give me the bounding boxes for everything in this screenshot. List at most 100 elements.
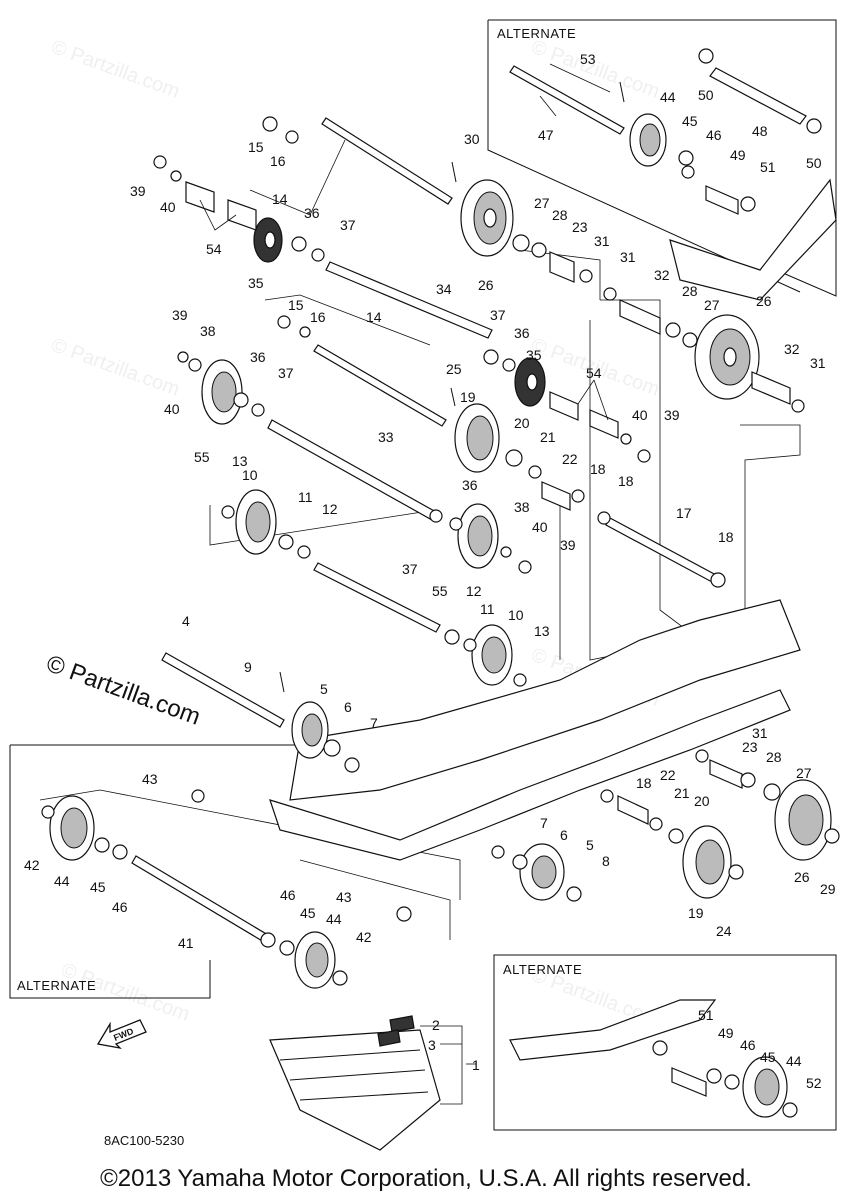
callout: 12 (466, 583, 482, 599)
callout: 27 (704, 297, 720, 313)
callout: 1 (472, 1057, 480, 1073)
callout: 3 (428, 1037, 436, 1053)
callout: 45 (90, 879, 106, 895)
callout: 8 (602, 853, 610, 869)
callout: 45 (760, 1049, 776, 1065)
callout: 45 (682, 113, 698, 129)
wheel-55-mid (457, 503, 499, 569)
callout: 16 (270, 153, 286, 169)
callout: 51 (698, 1007, 714, 1023)
callout: 5 (586, 837, 594, 853)
callout: 40 (160, 199, 176, 215)
wheel-44-altleft (294, 931, 336, 989)
callout: 19 (460, 389, 476, 405)
callout: 39 (560, 537, 576, 553)
callout: 15 (288, 297, 304, 313)
callout: 13 (232, 453, 248, 469)
callout: 22 (562, 451, 578, 467)
callout: 55 (432, 583, 448, 599)
wheel-19-mid (454, 403, 500, 473)
callout: 49 (730, 147, 746, 163)
callout: 22 (660, 767, 676, 783)
callout: 18 (618, 473, 634, 489)
callout: 39 (664, 407, 680, 423)
callout: 29 (820, 881, 836, 897)
callout: 46 (740, 1037, 756, 1053)
callout: 46 (280, 887, 296, 903)
callout: 28 (552, 207, 568, 223)
callout: 16 (310, 309, 326, 325)
callout: 7 (540, 815, 548, 831)
alternate-title: ALTERNATE (497, 26, 576, 41)
wheel-55-left (201, 359, 243, 425)
callout: 18 (636, 775, 652, 791)
wheel-5-lower (519, 843, 565, 901)
axle-41 (131, 855, 269, 943)
wheel-5-left (291, 701, 329, 759)
callout: 10 (242, 467, 258, 483)
callout: 52 (806, 1075, 822, 1091)
callout: 23 (742, 739, 758, 755)
callout: 44 (326, 911, 342, 927)
callout: 28 (766, 749, 782, 765)
callout: 35 (526, 347, 542, 363)
callout: 37 (340, 217, 356, 233)
callout: 36 (250, 349, 266, 365)
axle-lower (313, 562, 441, 633)
callout: 11 (298, 489, 313, 505)
callout: 50 (806, 155, 822, 171)
callout: 5 (320, 681, 328, 697)
callout: 21 (540, 429, 556, 445)
callout: 28 (682, 283, 698, 299)
callout: 30 (464, 131, 480, 147)
axle-14 (321, 117, 453, 205)
callout: 18 (718, 529, 734, 545)
callout: 33 (378, 429, 394, 445)
axle-34 (325, 261, 493, 339)
callout-leaders (199, 63, 611, 1105)
callout: 42 (24, 857, 40, 873)
washers (41, 48, 840, 1118)
callout: 6 (344, 699, 352, 715)
callout: 39 (172, 307, 188, 323)
callout: 32 (784, 341, 800, 357)
drawing-code: 8AC100-5230 (104, 1133, 185, 1148)
callout: 54 (586, 365, 602, 381)
wheel-26-lower (774, 779, 832, 861)
shafts (131, 65, 807, 943)
axle-4 (161, 652, 285, 728)
callout: 19 (688, 905, 704, 921)
callout: 37 (278, 365, 294, 381)
callout: 31 (752, 725, 768, 741)
callout: 13 (534, 623, 550, 639)
callout: 15 (248, 139, 264, 155)
alternate-box-bottom: ALTERNATE (493, 954, 837, 1131)
axle-48 (709, 67, 807, 125)
callout: 34 (436, 281, 452, 297)
wheel-44-left (49, 795, 95, 861)
wheel-19-lower (682, 825, 732, 899)
callout: 41 (178, 935, 194, 951)
callout: 10 (508, 607, 524, 623)
callout: 25 (446, 361, 462, 377)
watermark: © Partzilla.com (48, 36, 182, 103)
callout-labels: 53 47 44 45 46 50 48 49 51 50 30 15 16 1… (24, 51, 836, 1091)
callout: 27 (796, 765, 812, 781)
wheel-35-top (253, 217, 283, 263)
callout: 23 (572, 219, 588, 235)
callout: 14 (272, 191, 288, 207)
callout: 37 (402, 561, 418, 577)
wheel-26-right (694, 314, 760, 400)
callout: 14 (366, 309, 382, 325)
callout: 26 (794, 869, 810, 885)
spacers-collars (185, 181, 791, 1097)
callout: 44 (786, 1053, 802, 1069)
fwd-arrow-icon: FWD (96, 1019, 147, 1050)
callout: 35 (248, 275, 264, 291)
callout: 55 (194, 449, 210, 465)
callout: 31 (594, 233, 610, 249)
callout: 18 (590, 461, 606, 477)
wheel-44-altbottom (742, 1056, 788, 1118)
callout: 37 (490, 307, 506, 323)
